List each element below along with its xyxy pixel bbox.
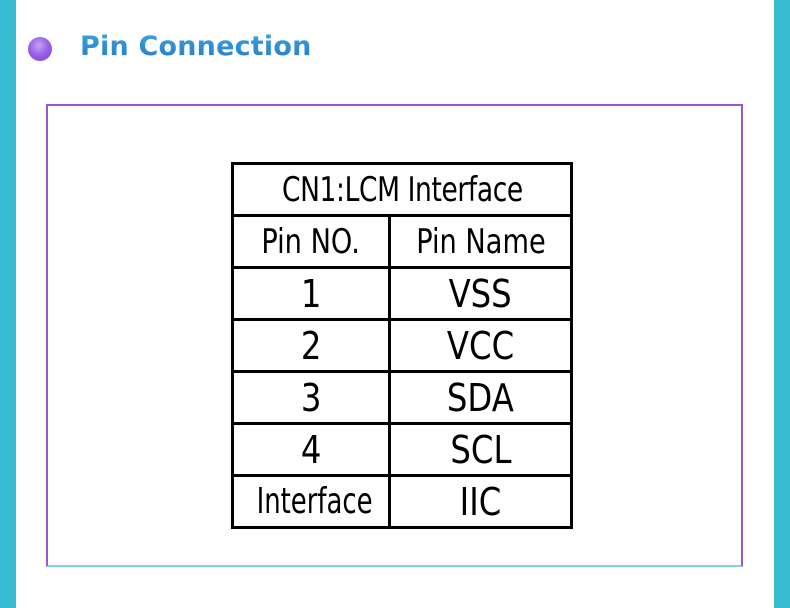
- table-row: 1 VSS: [231, 266, 573, 321]
- interface-type-cell: IIC: [388, 474, 573, 529]
- section-title: Pin Connection: [80, 30, 312, 62]
- table-row: Interface IIC: [231, 474, 573, 529]
- pin-name-cell: SCL: [388, 422, 573, 477]
- table-header-row: Pin NO. Pin Name: [231, 214, 573, 269]
- bullet-dot-icon: [28, 37, 52, 61]
- pin-number-cell: 4: [231, 422, 391, 477]
- column-header-pin-no: Pin NO.: [231, 214, 391, 269]
- table-caption: CN1:LCM Interface: [231, 162, 573, 217]
- table-caption-text: CN1:LCM Interface: [281, 169, 523, 210]
- table-row: 4 SCL: [231, 422, 573, 477]
- table-row: 2 VCC: [231, 318, 573, 373]
- table-row: 3 SDA: [231, 370, 573, 425]
- pin-number-cell: 1: [231, 266, 391, 321]
- pin-number-cell: 3: [231, 370, 391, 425]
- pin-name-cell: SDA: [388, 370, 573, 425]
- pin-name-cell: VCC: [388, 318, 573, 373]
- right-accent-bar: [774, 0, 790, 608]
- pin-number-cell: 2: [231, 318, 391, 373]
- section-header: Pin Connection: [28, 26, 312, 66]
- pin-table: CN1:LCM Interface Pin NO. Pin Name 1 VSS…: [231, 162, 573, 529]
- table-caption-row: CN1:LCM Interface: [231, 162, 573, 217]
- left-accent-bar: [0, 0, 16, 608]
- column-header-pin-name: Pin Name: [388, 214, 573, 269]
- pin-name-cell: VSS: [388, 266, 573, 321]
- interface-label-cell: Interface: [231, 474, 391, 529]
